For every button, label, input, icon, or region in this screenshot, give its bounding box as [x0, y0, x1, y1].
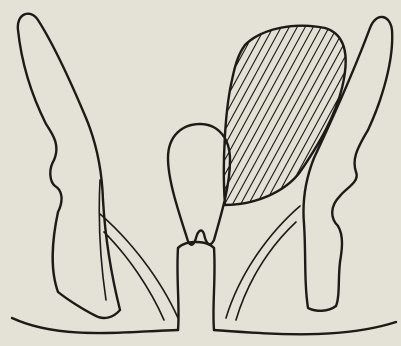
baseline — [12, 318, 396, 334]
baseline-right — [214, 322, 396, 334]
left-lobe-outline — [18, 14, 120, 318]
central-stem-left — [177, 248, 178, 330]
central-club-outline — [168, 124, 230, 245]
central-stem — [177, 242, 214, 330]
hatched-mass-outline — [224, 26, 346, 205]
left-lobe — [18, 14, 120, 318]
right-strap-lower — [236, 222, 296, 320]
hatching — [96, 0, 401, 220]
central-stem-right — [213, 248, 214, 330]
right-lobe — [303, 17, 392, 311]
right-lobe-outline — [303, 17, 392, 311]
central-club — [168, 124, 230, 245]
hatched-mass — [96, 0, 401, 220]
baseline-left — [12, 318, 178, 333]
right-strap — [226, 206, 300, 320]
